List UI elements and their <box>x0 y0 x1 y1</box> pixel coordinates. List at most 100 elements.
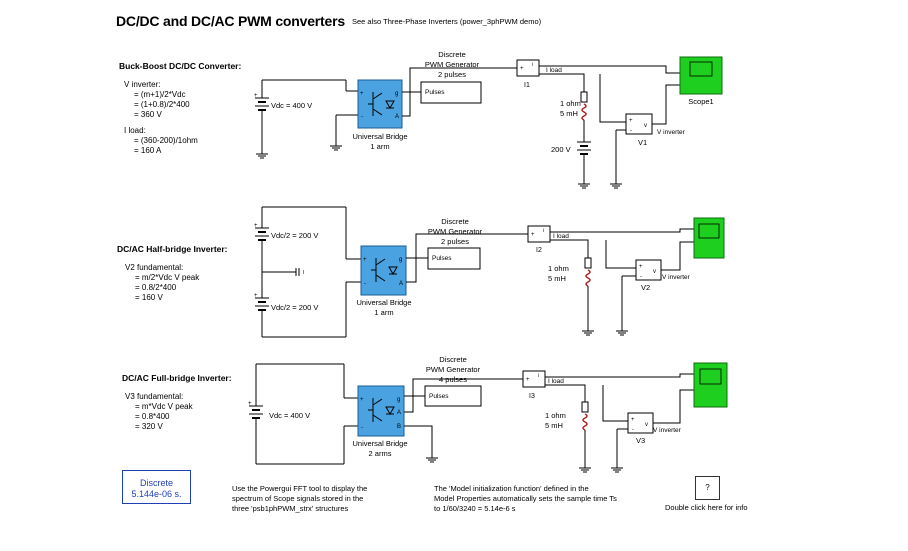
svg-text:i: i <box>543 228 544 234</box>
svg-text:-: - <box>630 128 632 134</box>
svg-text:B: B <box>397 424 401 430</box>
ground-icon <box>577 177 591 189</box>
dc-source-top[interactable]: + <box>254 207 269 241</box>
note-line: = m/2*Vdc V peak <box>135 273 200 282</box>
powergui-block[interactable]: Discrete 5.144e-06 s. <box>122 470 191 504</box>
svg-text:+: + <box>360 91 364 97</box>
bridge-label: Universal Bridge <box>356 298 411 307</box>
voltage-measurement-v3[interactable]: + - v <box>627 412 654 434</box>
half-bridge-heading: DC/AC Half-bridge Inverter: <box>117 244 228 254</box>
load-label: 5 mH <box>560 109 578 118</box>
scope-2[interactable] <box>693 217 725 259</box>
svg-text:i: i <box>538 373 539 379</box>
pulses-label: Pulses <box>429 393 449 400</box>
dc-source-vdc-3[interactable]: + <box>248 364 263 419</box>
rl-load-3[interactable] <box>581 401 589 431</box>
i-signal-label: I load <box>553 233 569 240</box>
buck-boost-heading: Buck-Boost DC/DC Converter: <box>119 61 242 71</box>
svg-text:i: i <box>532 62 533 68</box>
init-note: The 'Model initialization function' defi… <box>434 484 617 514</box>
note-line: = (1+0.8)/2*400 <box>134 100 190 109</box>
v-signal-label: V inverter <box>662 274 691 281</box>
bridge-label: 1 arm <box>370 142 389 151</box>
scope-1[interactable] <box>679 56 723 95</box>
v-signal-label: V inverter <box>653 427 682 434</box>
load-label: 1 ohm <box>560 99 581 108</box>
voltage-measurement-v1[interactable]: + - v <box>625 113 653 135</box>
note-line: = 160 V <box>135 293 163 302</box>
svg-text:v: v <box>653 269 656 275</box>
current-measurement-i1[interactable]: + i <box>516 59 540 77</box>
svg-text:+: + <box>363 257 367 263</box>
note-line: spectrum of Scope signals stored in the <box>232 494 364 503</box>
note-line: V inverter: <box>124 80 161 89</box>
universal-bridge-2[interactable]: + - g A <box>360 245 407 296</box>
svg-text:+: + <box>254 293 258 299</box>
svg-text:+: + <box>629 118 633 124</box>
note-line: Use the Powergui FFT tool to display the <box>232 484 368 493</box>
rl-load-1[interactable] <box>580 91 588 121</box>
neutral-terminal: I <box>295 268 304 276</box>
pwm-title: Discrete <box>441 217 469 226</box>
ground-icon <box>581 324 595 336</box>
full-bridge-heading: DC/AC Full-bridge Inverter: <box>122 373 232 383</box>
load-label: 5 mH <box>545 421 563 430</box>
ground-icon <box>425 451 439 463</box>
svg-text:A: A <box>395 114 399 120</box>
note-line: V3 fundamental: <box>125 392 184 401</box>
i-meas-label: I1 <box>524 82 530 89</box>
svg-text:+: + <box>526 377 530 383</box>
svg-text:-: - <box>361 425 363 431</box>
pwm-title: PWM Generator <box>426 365 481 374</box>
pwm-title: Discrete <box>439 355 467 364</box>
scope-label: Scope1 <box>688 97 713 106</box>
bridge-label: 2 arms <box>369 449 392 458</box>
universal-bridge-3[interactable]: + - g A B <box>357 385 405 437</box>
powergui-sample-time: 5.144e-06 s. <box>131 489 182 499</box>
v-meas-label: V3 <box>636 436 645 445</box>
v-signal-label: V inverter <box>657 129 686 136</box>
svg-text:+: + <box>631 417 635 423</box>
source-label: Vdc = 400 V <box>269 411 310 420</box>
note-line: to 1/60/3240 = 5.14e-6 s <box>434 504 516 513</box>
dc-source-vdc[interactable]: + <box>254 80 269 148</box>
rl-load-2[interactable] <box>584 257 592 287</box>
scope-3[interactable] <box>693 362 728 408</box>
ground-icon <box>255 147 269 159</box>
pwm-generator-3[interactable]: Pulses <box>424 385 482 407</box>
i-meas-label: I3 <box>529 393 535 400</box>
powergui-mode: Discrete <box>139 478 173 488</box>
half-bridge-notes: V2 fundamental: = m/2*Vdc V peak = 0.8/2… <box>125 263 199 303</box>
source-bottom-label: Vdc/2 = 200 V <box>271 303 318 312</box>
see-also-link[interactable]: See also Three-Phase Inverters (power_3p… <box>352 17 542 26</box>
current-measurement-i2[interactable]: + i <box>527 225 551 243</box>
dc-label: 200 V <box>551 145 571 154</box>
note-line: = (360-200)/1ohm <box>134 136 198 145</box>
source-label: Vdc = 400 V <box>271 101 312 110</box>
fft-note: Use the Powergui FFT tool to display the… <box>232 484 367 514</box>
pwm-generator-1[interactable]: Pulses <box>420 81 482 104</box>
v-meas-label: V1 <box>638 138 647 147</box>
svg-text:+: + <box>248 401 252 407</box>
current-measurement-i3[interactable]: + i <box>522 370 546 388</box>
load-label: 1 ohm <box>548 264 569 273</box>
pulses-label: Pulses <box>432 255 452 262</box>
svg-text:I: I <box>303 270 304 276</box>
svg-text:+: + <box>639 264 643 270</box>
pwm-title: 2 pulses <box>441 237 469 246</box>
info-caption: Double click here for info <box>665 503 748 512</box>
pwm-generator-2[interactable]: Pulses <box>427 247 481 270</box>
note-line: = 360 V <box>134 110 162 119</box>
buck-boost-notes: V inverter: = (m+1)/2*Vdc = (1+0.8)/2*40… <box>124 80 198 156</box>
ground-icon <box>329 139 343 151</box>
voltage-measurement-v2[interactable]: + - v <box>635 259 662 281</box>
ground-icon <box>578 461 592 473</box>
svg-text:v: v <box>645 422 648 428</box>
svg-text:-: - <box>361 114 363 120</box>
ground-icon <box>609 177 623 189</box>
svg-text:-: - <box>364 281 366 287</box>
universal-bridge-1[interactable]: + - g A <box>357 79 403 129</box>
dc-source-200v[interactable] <box>577 141 591 155</box>
info-block[interactable]: ? <box>695 476 720 500</box>
